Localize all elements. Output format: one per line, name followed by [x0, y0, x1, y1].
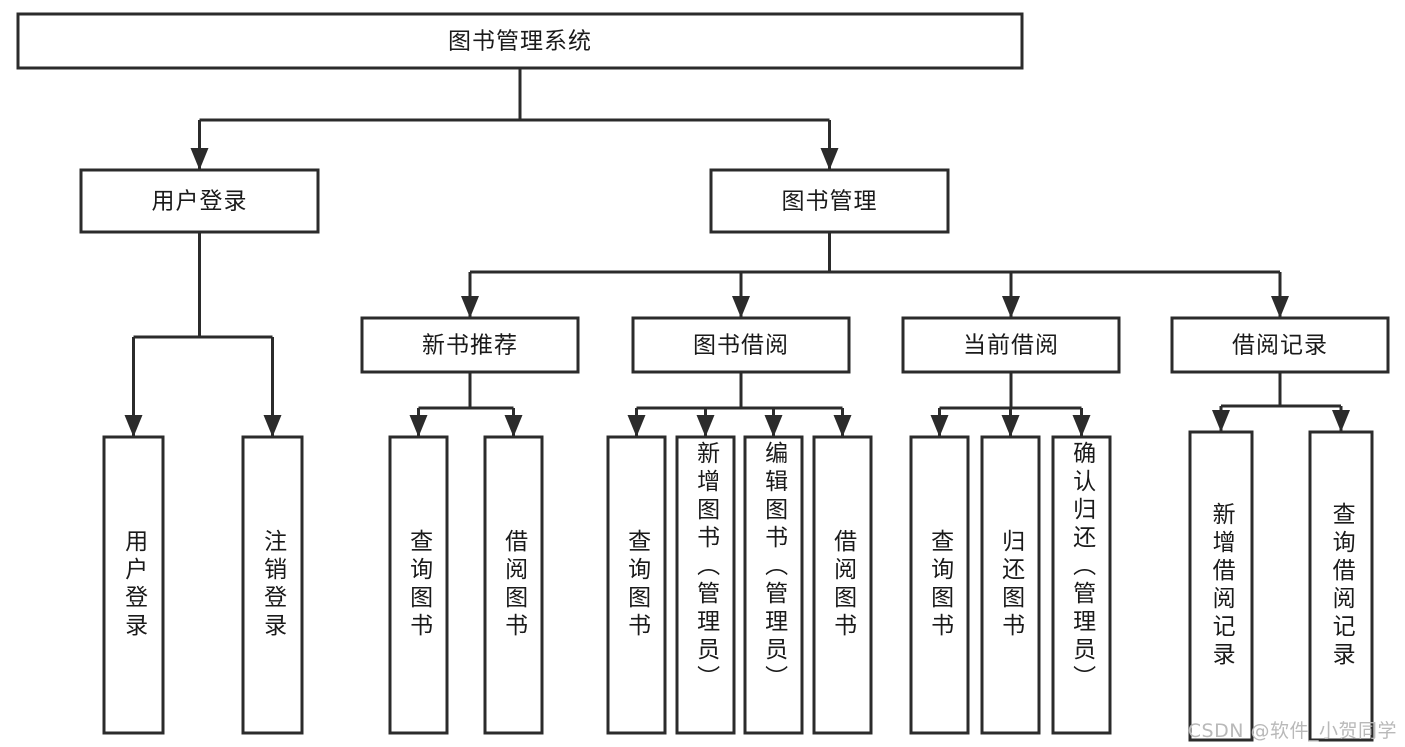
- arrowhead-icon: [930, 415, 949, 437]
- node-current-borrow[interactable]: [901, 316, 1121, 374]
- arrowhead-icon: [764, 415, 783, 437]
- leaf-node-leaf-query-book-2[interactable]: [606, 435, 667, 735]
- arrowhead-icon: [833, 415, 852, 437]
- node-label-root: 图书管理系统: [448, 29, 592, 55]
- leaf-node-leaf-confirm-return[interactable]: [1051, 435, 1112, 735]
- arrowhead-icon: [190, 148, 209, 170]
- node-label-borrow-record: 借阅记录: [1232, 333, 1328, 359]
- arrowhead-icon: [461, 296, 479, 318]
- node-label-book-borrow: 图书借阅: [693, 333, 789, 359]
- connector-layer: [124, 68, 1350, 437]
- arrowhead-icon: [124, 415, 143, 437]
- leaf-node-leaf-query-record[interactable]: [1308, 430, 1374, 742]
- leaf-node-leaf-add-record[interactable]: [1188, 430, 1254, 742]
- node-borrow-record[interactable]: [1170, 316, 1390, 374]
- arrowhead-icon: [1271, 296, 1289, 318]
- arrowhead-icon: [820, 148, 839, 170]
- arrowhead-icon: [1002, 296, 1020, 318]
- leaf-node-leaf-edit-book[interactable]: [743, 435, 804, 735]
- node-root[interactable]: [16, 12, 1024, 70]
- node-user-login[interactable]: [79, 168, 320, 234]
- arrowhead-icon: [1072, 415, 1091, 437]
- node-label-book-manage: 图书管理: [782, 189, 878, 215]
- leaf-node-leaf-borrow-book-1[interactable]: [483, 435, 544, 735]
- leaf-node-leaf-query-book-1[interactable]: [388, 435, 449, 735]
- leaf-node-leaf-return-book[interactable]: [980, 435, 1041, 735]
- node-label-user-login: 用户登录: [152, 189, 248, 215]
- node-new-book-recommend[interactable]: [360, 316, 580, 374]
- arrowhead-icon: [1001, 415, 1020, 437]
- node-book-borrow[interactable]: [631, 316, 851, 374]
- leaf-node-leaf-query-book-3[interactable]: [909, 435, 970, 735]
- node-label-current-borrow: 当前借阅: [963, 333, 1059, 359]
- arrowhead-icon: [627, 415, 646, 437]
- leaf-node-leaf-add-book[interactable]: [675, 435, 736, 735]
- leaf-node-leaf-user-login[interactable]: [102, 435, 165, 735]
- node-box-layer: [16, 12, 1390, 742]
- arrowhead-icon: [1212, 410, 1230, 432]
- arrowhead-icon: [696, 415, 715, 437]
- watermark-text: CSDN @软件_小贺同学: [1187, 720, 1397, 742]
- node-book-manage[interactable]: [709, 168, 950, 234]
- arrowhead-icon: [263, 415, 282, 437]
- arrowhead-icon: [732, 296, 750, 318]
- node-label-new-book-recommend: 新书推荐: [422, 333, 518, 359]
- leaf-node-leaf-user-logout[interactable]: [241, 435, 304, 735]
- arrowhead-icon: [409, 415, 428, 437]
- arrowhead-icon: [504, 415, 523, 437]
- arrowhead-icon: [1332, 410, 1350, 432]
- leaf-node-leaf-borrow-book-2[interactable]: [812, 435, 873, 735]
